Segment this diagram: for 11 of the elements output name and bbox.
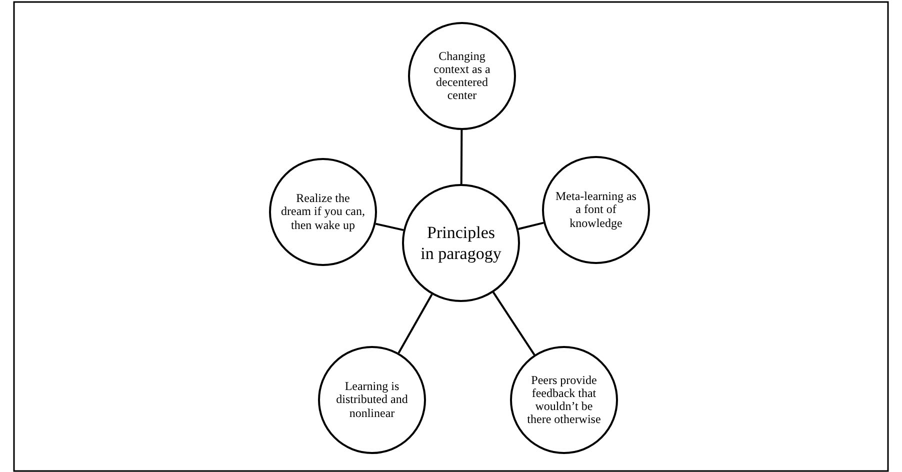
connector-line <box>492 292 536 356</box>
connector-line <box>460 130 463 184</box>
connector-line <box>375 222 404 232</box>
node-label: Learning is distributed and nonlinear <box>335 380 409 420</box>
node-label: Meta-learning as a font of knowledge <box>554 190 638 230</box>
connector-line <box>518 222 544 230</box>
node-label: Peers provide feedback that wouldn’t be there otherwise <box>526 374 602 426</box>
connector-line <box>398 294 433 354</box>
node-label: Realize the dream if you can, then wake up <box>281 192 365 232</box>
node-label: Changing context as a decentered center <box>432 50 492 102</box>
node-label: Principles in paragogy <box>420 222 502 264</box>
